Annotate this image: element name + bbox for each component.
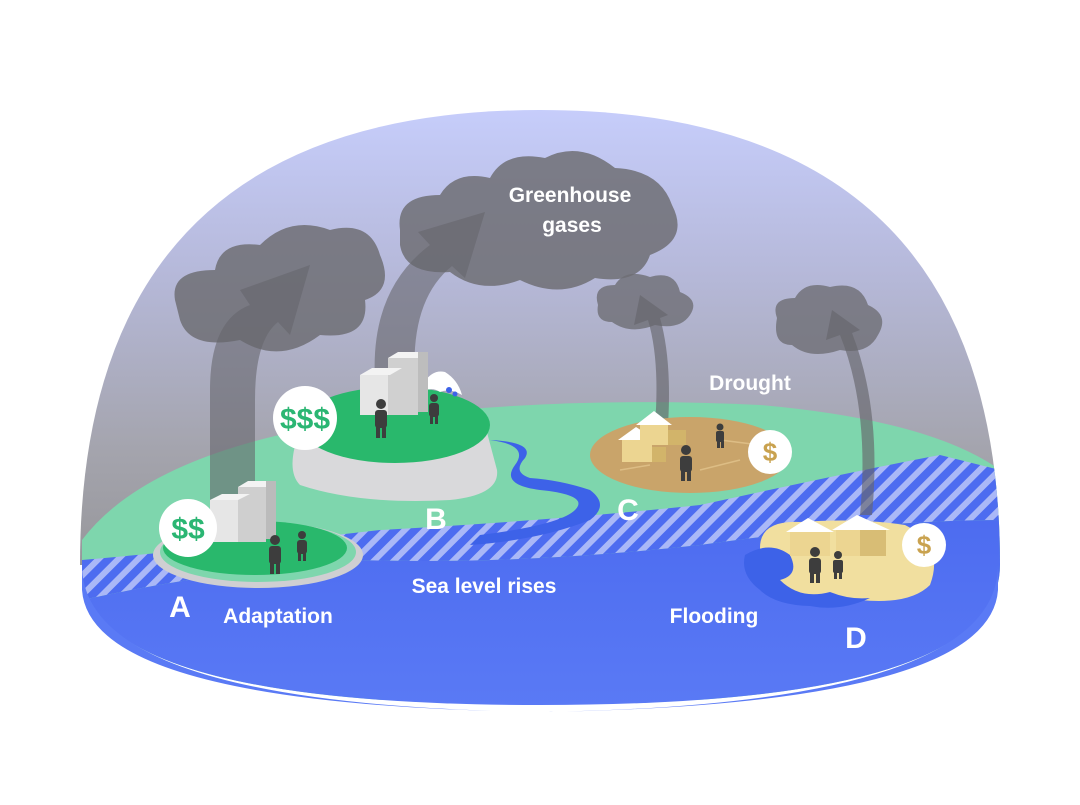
letter-d: D — [845, 622, 867, 655]
greenhouse-label-line2: gases — [542, 214, 602, 237]
river — [470, 440, 600, 545]
emission-arrow-b — [374, 212, 485, 380]
letter-c: C — [617, 494, 639, 527]
coin-text-b: $$$ — [280, 403, 330, 436]
flood-wave — [744, 547, 870, 608]
money-coin-a: $$ — [159, 499, 217, 557]
letter-a: A — [169, 591, 191, 624]
flooding-label: Flooding — [670, 605, 759, 628]
cloud-d — [775, 285, 883, 354]
coin-text-c: $ — [763, 437, 778, 467]
people-b — [375, 394, 439, 438]
letter-b: B — [425, 503, 447, 536]
adaptation-label: Adaptation — [223, 605, 333, 628]
money-coin-b: $$$ — [273, 386, 337, 450]
island-b — [292, 352, 498, 501]
houses-d — [786, 515, 890, 556]
sea-level-label: Sea level rises — [412, 575, 557, 598]
people-c — [680, 423, 724, 481]
emission-arrow-a — [210, 265, 310, 500]
buildings-b — [360, 352, 428, 415]
money-coin-c: $ — [748, 430, 792, 474]
houses-c — [618, 411, 686, 462]
people-a — [269, 531, 307, 574]
drought-label: Drought — [709, 372, 791, 395]
emission-arrow-c — [634, 295, 669, 425]
money-coin-d: $ — [902, 523, 946, 567]
coin-text-a: $$ — [171, 513, 205, 546]
emission-arrow-d — [826, 310, 875, 515]
island-c — [590, 411, 790, 493]
greenhouse-label-line1: Greenhouse — [509, 184, 632, 207]
coin-text-d: $ — [917, 530, 932, 560]
island-d — [744, 515, 935, 608]
people-d — [809, 547, 843, 583]
